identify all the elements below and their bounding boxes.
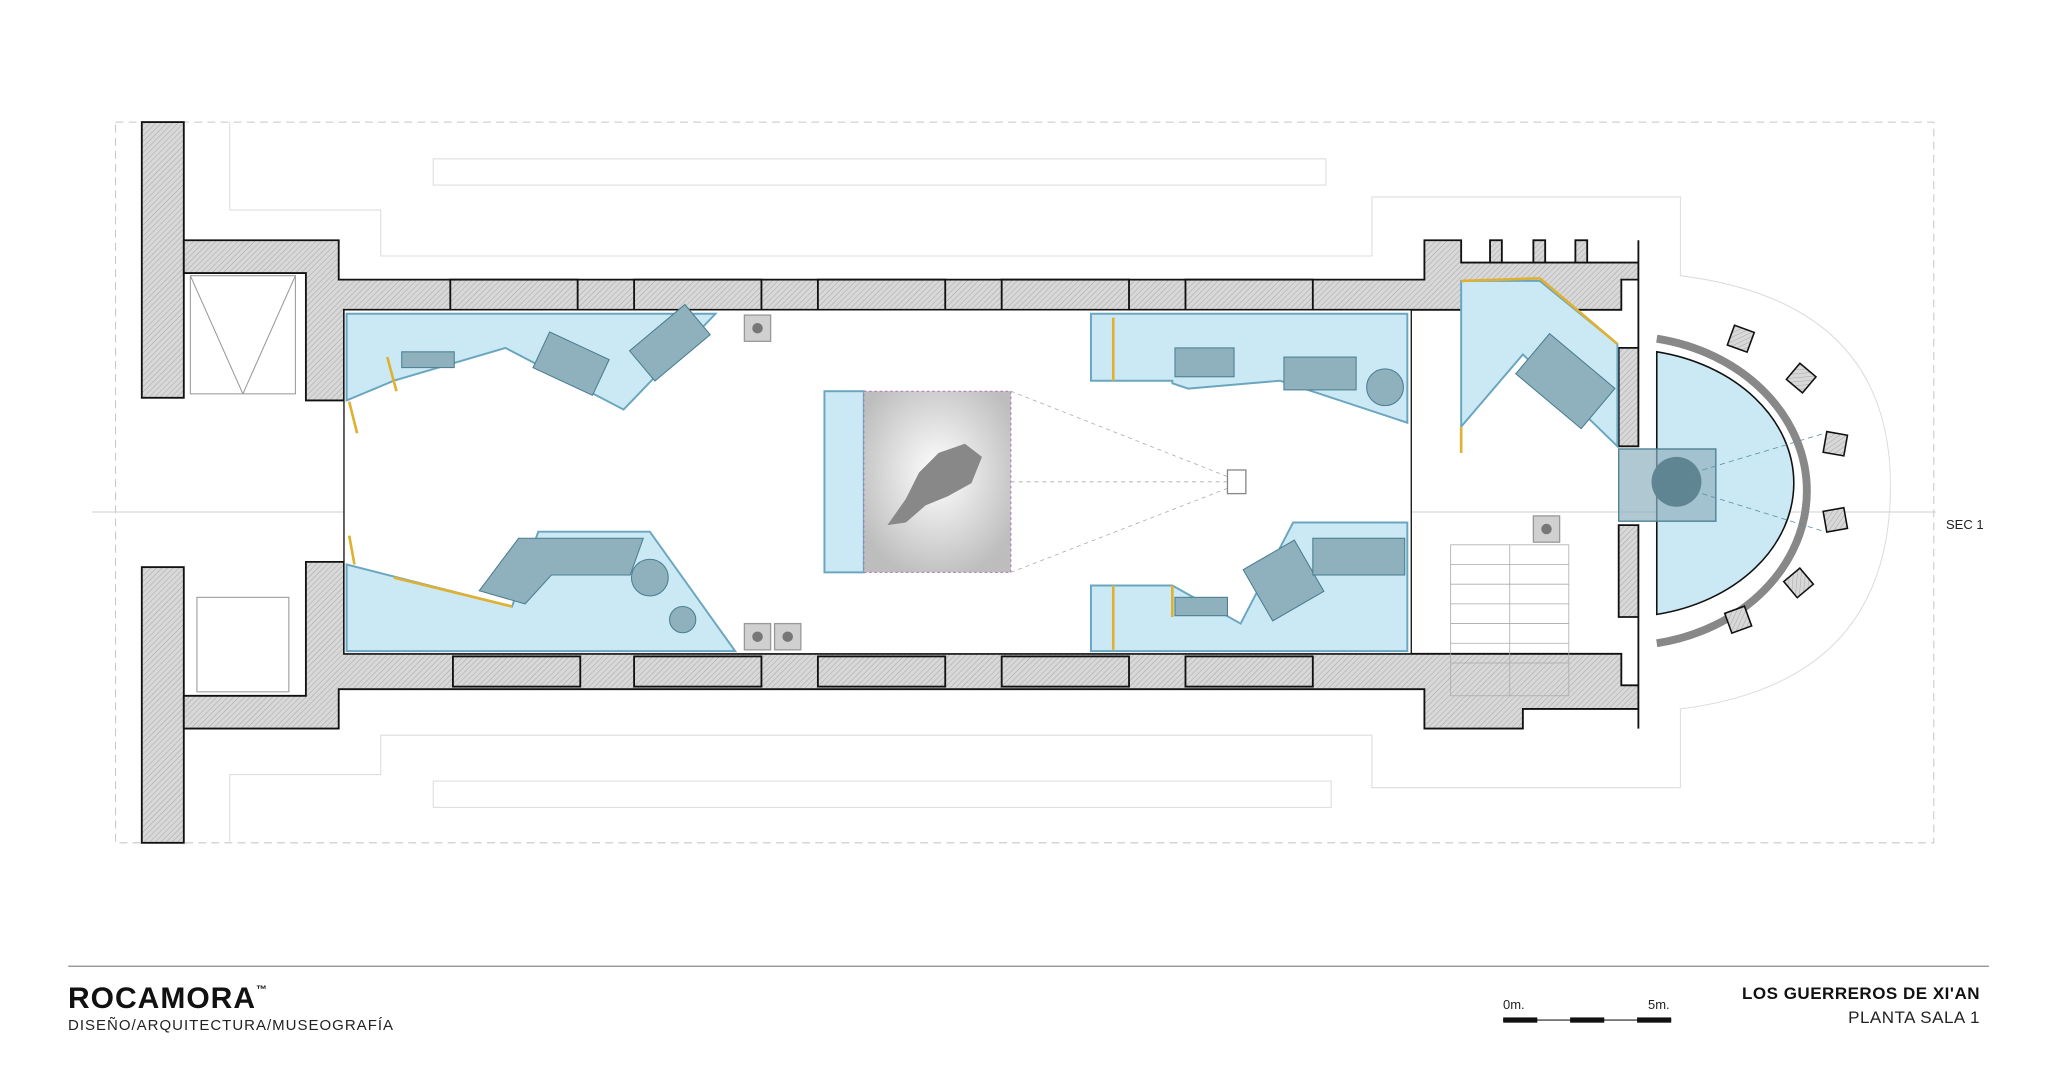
brand-tagline: DISEÑO/ARQUITECTURA/MUSEOGRAFÍA: [68, 1017, 395, 1034]
central-sculpture: [887, 443, 982, 526]
apse-object: [1651, 456, 1702, 507]
elevator: [189, 275, 296, 693]
exterior-terrace-lines: [229, 122, 1891, 843]
section-marker-label: SEC 1: [1946, 517, 1984, 532]
case-objects: [401, 303, 1616, 634]
brand-name: ROCAMORA: [68, 982, 256, 1015]
projector: [1226, 469, 1247, 495]
apse-display: [1655, 350, 1795, 616]
project-title: LOS GUERREROS DE XI'AN: [1742, 984, 1980, 1003]
projection-lines: [1010, 390, 1235, 573]
scale-bar: [1503, 1017, 1672, 1023]
sheet-title: PLANTA SALA 1: [1848, 1008, 1980, 1027]
trademark: ™: [256, 984, 268, 996]
stairs: [1450, 544, 1570, 697]
walls: [140, 121, 1640, 844]
scale-end-label: 5m.: [1648, 997, 1670, 1012]
door-swings: [347, 277, 1619, 650]
apse-pillars: [1723, 324, 1849, 635]
site-boundary: [115, 121, 1935, 844]
brand-logo: ROCAMORA™: [68, 982, 268, 1016]
central-side-case: [823, 390, 865, 574]
scale-start-label: 0m.: [1503, 997, 1525, 1012]
